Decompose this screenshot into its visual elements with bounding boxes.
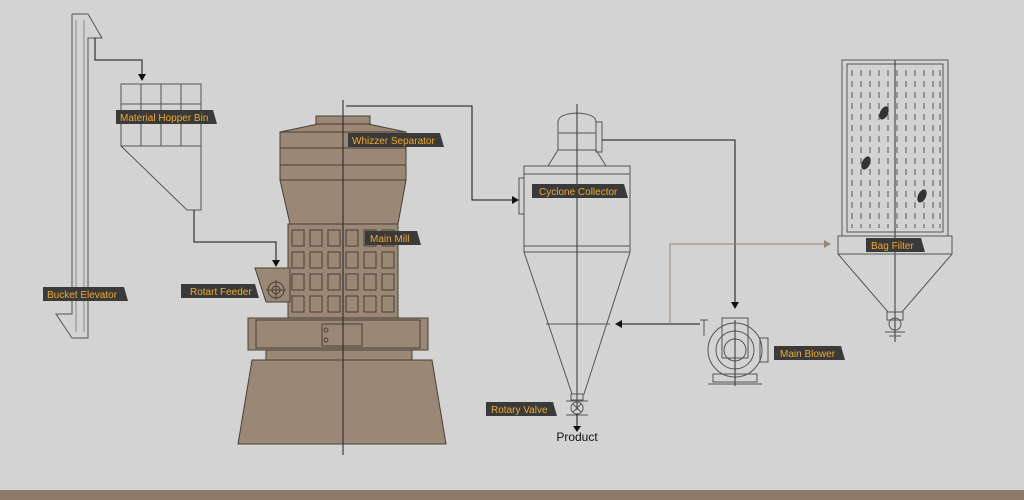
elevator-to-hopper-line — [94, 38, 146, 81]
label-material-hopper-bin: Material Hopper Bin — [116, 110, 217, 124]
svg-text:Material Hopper Bin: Material Hopper Bin — [120, 113, 208, 124]
cyclone-collector — [518, 104, 631, 428]
label-main-mill: Main Mill — [365, 231, 421, 245]
label-rotary-valve: Rotary Valve — [486, 402, 557, 416]
svg-text:Main Mill: Main Mill — [370, 234, 409, 245]
cyclone-to-blower-line — [602, 139, 739, 309]
return-air-line — [669, 240, 831, 324]
label-rotart-feeder: Rotart Feeder — [181, 284, 259, 298]
material-hopper-bin — [120, 83, 202, 211]
mill-to-cyclone-line — [346, 105, 519, 204]
bottom-bar — [0, 490, 1024, 500]
label-bag-filter: Bag Filter — [866, 238, 925, 252]
label-bucket-elevator: Bucket Elevator — [43, 287, 128, 301]
main-blower — [700, 317, 769, 386]
svg-text:Rotart Feeder: Rotart Feeder — [190, 287, 252, 298]
svg-text:Cyclone Collector: Cyclone Collector — [539, 187, 618, 198]
product-arrow — [573, 426, 581, 432]
bag-filter-dust-marks — [861, 106, 927, 203]
blower-to-cyclone-return-line — [615, 320, 700, 328]
svg-text:Rotary Valve: Rotary Valve — [491, 405, 548, 416]
svg-text:Whizzer Separator: Whizzer Separator — [352, 136, 435, 147]
main-mill — [237, 100, 447, 455]
label-main-blower: Main Blower — [774, 346, 845, 360]
hopper-to-feeder-line — [193, 210, 280, 267]
svg-text:Bucket Elevator: Bucket Elevator — [47, 290, 118, 301]
svg-text:Bag Filter: Bag Filter — [871, 241, 914, 252]
label-cyclone-collector: Cyclone Collector — [532, 184, 628, 198]
svg-text:Main Blower: Main Blower — [780, 349, 836, 360]
bag-filter — [837, 59, 953, 342]
product-label: Product — [556, 430, 598, 444]
bucket-elevator — [55, 13, 103, 339]
label-whizzer-separator: Whizzer Separator — [348, 133, 444, 147]
